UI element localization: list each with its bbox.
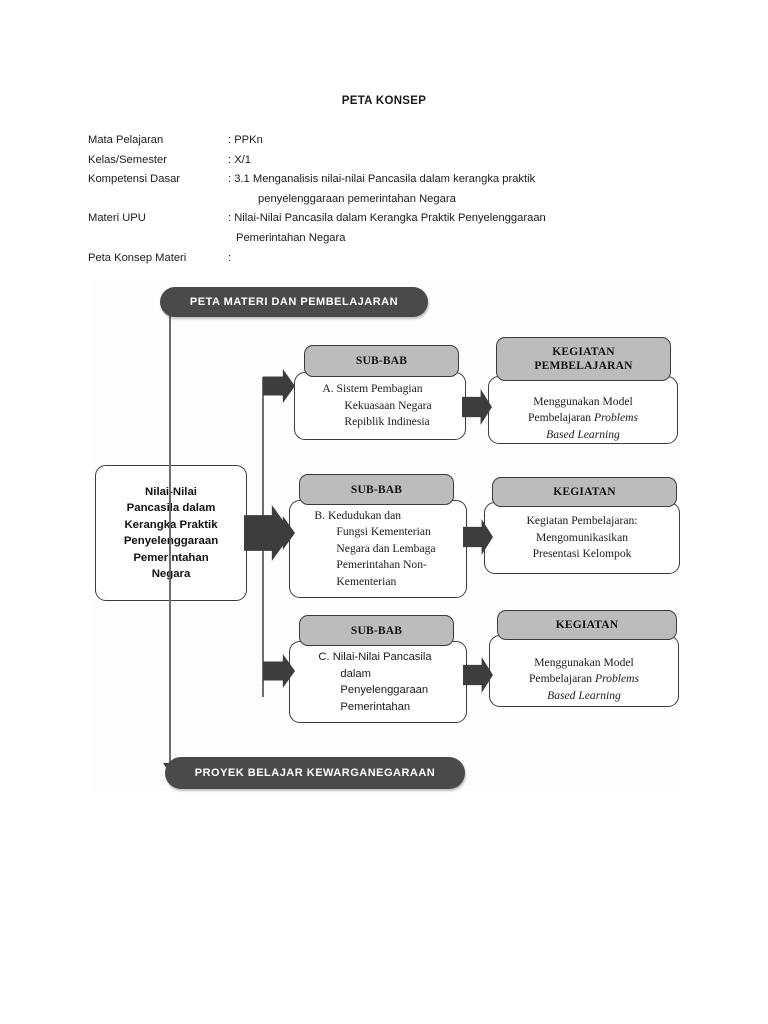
header-kegiatan-row-2: KEGIATAN <box>492 477 677 507</box>
meta-value: penyelenggaraan pemerintahan Negara <box>258 192 456 205</box>
meta-value: : <box>228 251 232 264</box>
meta-label: Materi UPU <box>88 212 146 225</box>
header-subbab-row-2: SUB-BAB <box>299 474 454 505</box>
header-label: KEGIATAN PEMBELAJARAN <box>534 346 633 372</box>
node-main-label: Nilai-Nilai Pancasila dalam Kerangka Pra… <box>123 485 219 581</box>
header-kegiatan-row-3: KEGIATAN <box>497 610 677 640</box>
node-kegiatan-row-2: Kegiatan Pembelajaran: Mengomunikasikan … <box>484 502 680 574</box>
kegiatan-body-emphasis: Problems Based Learning <box>547 672 639 702</box>
meta-label: Kompetensi Dasar <box>88 173 181 186</box>
kegiatan-body-emphasis: Problems Based Learning <box>546 411 638 441</box>
banner-proyek-belajar-kewarganegaraan: PROYEK BELAJAR KEWARGANEGARAAN <box>165 757 465 789</box>
header-subbab-row-1: SUB-BAB <box>304 345 459 377</box>
header-label: SUB-BAB <box>355 355 408 367</box>
meta-row-kompetensi-dasar: Kompetensi Dasar : 3.1 Menganalisis nila… <box>88 170 708 190</box>
page-title: PETA KONSEP <box>341 95 427 107</box>
meta-row-mata-pelajaran: Mata Pelajaran : PPKn <box>88 131 708 151</box>
arrow-branch-row-1 <box>263 369 295 403</box>
node-main-nilai-nilai-pancasila: Nilai-Nilai Pancasila dalam Kerangka Pra… <box>95 465 247 601</box>
meta-label: Mata Pelajaran <box>88 134 164 146</box>
node-kegiatan-body: Kegiatan Pembelajaran: Mengomunikasikan … <box>526 514 638 561</box>
header-kegiatan-row-1: KEGIATAN PEMBELAJARAN <box>496 337 671 381</box>
banner-peta-materi-dan-pembelajaran: PETA MATERI DAN PEMBELAJARAN <box>160 287 428 317</box>
header-subbab-row-3: SUB-BAB <box>299 615 454 646</box>
node-subbab-body: B. Kedudukan dan Fungsi Kementerian Nega… <box>314 508 436 588</box>
header-label: KEGIATAN <box>553 486 616 498</box>
metadata-block: Mata Pelajaran : PPKn Kelas/Semester : X… <box>88 131 708 268</box>
header-label: KEGIATAN <box>555 619 619 631</box>
node-kegiatan-row-3: Menggunakan Model Pembelajaran Problems … <box>489 635 679 707</box>
concept-map-canvas: PETA MATERI DAN PEMBELAJARAN PROYEK BELA… <box>92 279 680 791</box>
meta-value: : PPKn <box>228 134 263 146</box>
node-subbab-body: A. Sistem Pembagian Kekuasaan Negara Rep… <box>322 382 432 429</box>
banner-label: PETA MATERI DAN PEMBELAJARAN <box>189 296 399 308</box>
kegiatan-body-text: Menggunakan Model Pembelajaran <box>527 394 633 425</box>
header-label: SUB-BAB <box>350 483 403 496</box>
meta-value: Pemerintahan Negara <box>236 231 346 244</box>
kegiatan-body-text: Menggunakan Model Pembelajaran <box>528 655 634 686</box>
node-subbab-row-1: A. Sistem Pembagian Kekuasaan Negara Rep… <box>294 372 466 440</box>
meta-value: : Nilai-Nilai Pancasila dalam Kerangka P… <box>228 212 546 225</box>
node-subbab-row-3: C. Nilai-Nilai Pancasila dalam Penyeleng… <box>289 641 467 723</box>
meta-row-kompetensi-dasar-cont: penyelenggaraan pemerintahan Negara <box>88 190 708 210</box>
meta-label: Peta Konsep Materi <box>88 251 187 264</box>
node-subbab-body: C. Nilai-Nilai Pancasila dalam Penyeleng… <box>318 651 432 713</box>
meta-value: : 3.1 Menganalisis nilai-nilai Pancasila… <box>228 173 536 186</box>
meta-row-materi-upu: Materi UPU : Nilai-Nilai Pancasila dalam… <box>88 209 708 229</box>
node-kegiatan-body: Menggunakan Model Pembelajaran Problems … <box>529 638 639 704</box>
meta-row-materi-upu-cont: Pemerintahan Negara <box>88 229 708 249</box>
node-subbab-row-2: B. Kedudukan dan Fungsi Kementerian Nega… <box>289 500 467 598</box>
meta-row-peta-konsep-materi: Peta Konsep Materi : <box>88 249 708 269</box>
header-label: SUB-BAB <box>350 624 403 637</box>
connector-left-spine <box>169 310 171 775</box>
meta-row-kelas-semester: Kelas/Semester : X/1 <box>88 151 708 171</box>
meta-label: Kelas/Semester <box>88 153 167 166</box>
node-kegiatan-row-1: Menggunakan Model Pembelajaran Problems … <box>488 376 678 444</box>
banner-label: PROYEK BELAJAR KEWARGANEGARAAN <box>194 767 436 779</box>
meta-value: : X/1 <box>228 153 252 166</box>
node-kegiatan-body: Menggunakan Model Pembelajaran Problems … <box>528 377 638 443</box>
